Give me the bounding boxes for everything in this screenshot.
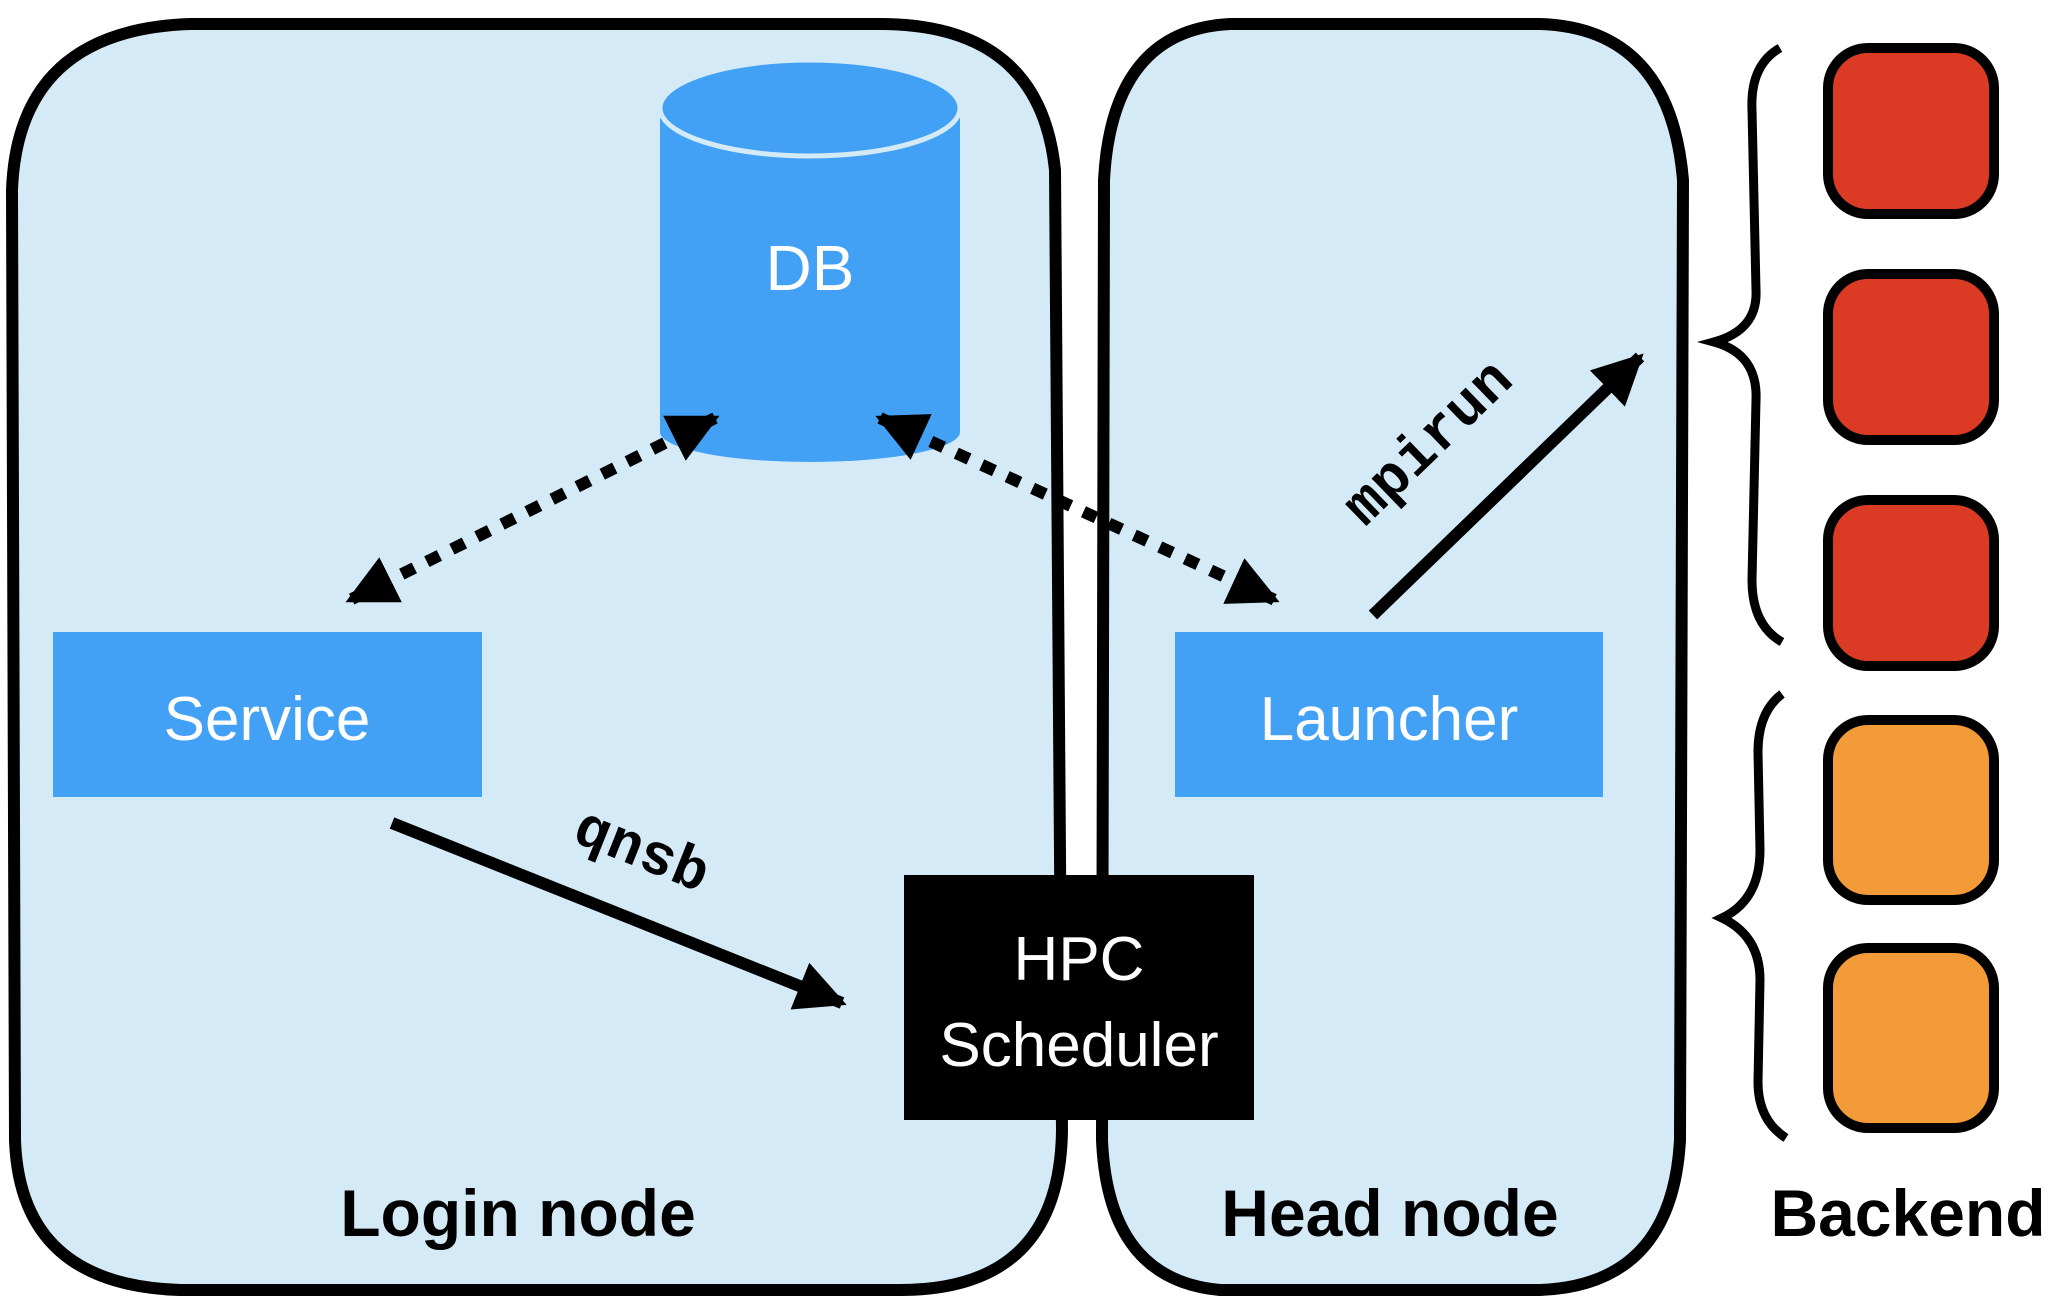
backend-node-red-1 (1823, 43, 1999, 219)
qsub-arrow (389, 817, 847, 1010)
backend-node-red-2 (1823, 269, 1999, 445)
db-service-link (345, 412, 720, 606)
db-cylinder-top (657, 57, 963, 159)
backend-node-red-3 (1823, 495, 1999, 671)
backend-red-brace (1696, 44, 1785, 646)
backend-orange-brace (1711, 690, 1789, 1142)
launcher-node: Launcher (1175, 632, 1603, 797)
mpirun-arrow (1368, 352, 1645, 620)
login-node-label: Login node (340, 1176, 696, 1250)
service-box (53, 632, 482, 797)
db-cylinder-body (660, 108, 960, 462)
launcher-box (1175, 632, 1603, 797)
hpc-scheduler-label-line1: HPC (1014, 925, 1145, 994)
hpc-scheduler-label-line2: Scheduler (939, 1011, 1218, 1080)
backend-node-orange-2 (1823, 943, 1999, 1133)
backend-label: Backend (1770, 1176, 2045, 1250)
launcher-label: Launcher (1260, 685, 1519, 754)
backend-nodes (1823, 43, 1999, 1133)
db-label: DB (766, 232, 855, 304)
db-node: DB (657, 57, 963, 462)
hpc-scheduler-node: HPC Scheduler (904, 875, 1254, 1120)
hpc-scheduler-box (904, 875, 1254, 1120)
service-label: Service (164, 685, 371, 754)
backend-node-orange-1 (1823, 715, 1999, 905)
service-node: Service (53, 632, 482, 797)
head-node-label: Head node (1221, 1176, 1558, 1250)
